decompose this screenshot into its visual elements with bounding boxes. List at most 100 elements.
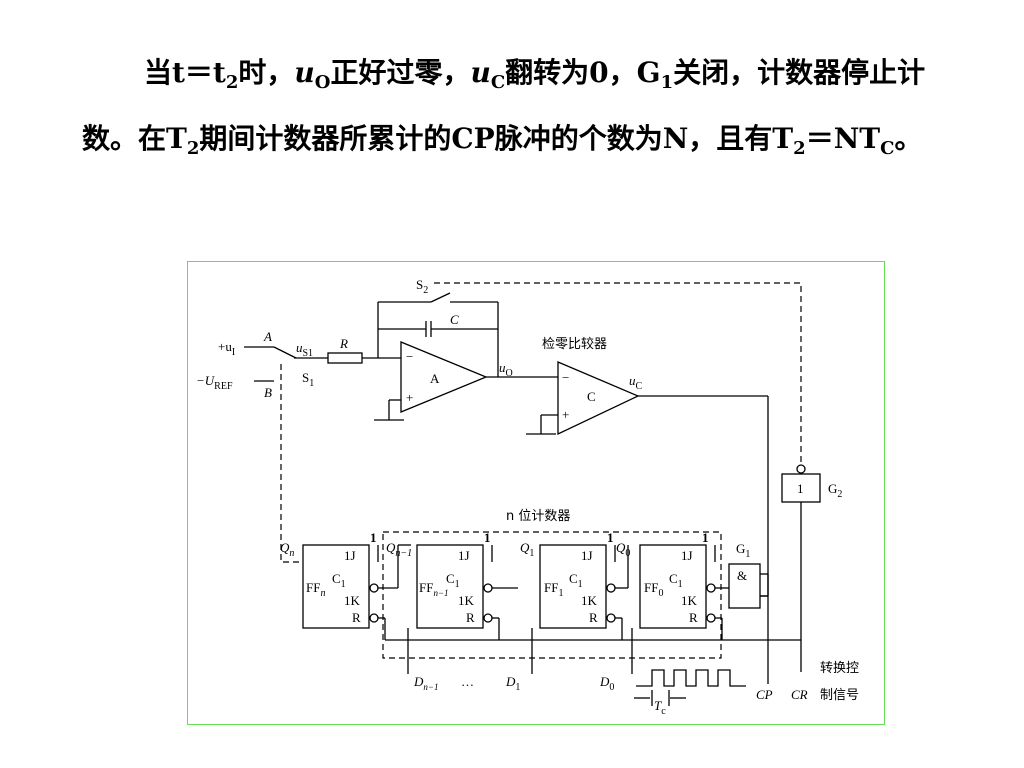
flip-flop-ffn-1	[416, 544, 484, 629]
ffn-pin-r: R	[352, 610, 361, 625]
subscript: C	[490, 72, 506, 93]
flip-flop-ffn	[302, 544, 370, 629]
text-run: 。	[894, 122, 923, 155]
reset-bubble	[369, 613, 379, 623]
ffn1-pin-r: R	[466, 610, 475, 625]
ffn1-pin-j: 1J	[458, 548, 470, 563]
comparator-label: C	[587, 389, 596, 404]
ff0-pin-c: C1	[669, 571, 683, 590]
reset-bubble	[606, 613, 616, 623]
comparator-minus: −	[562, 370, 569, 385]
italic-symbol: u	[294, 56, 315, 89]
circuit-diagram: +uI −UREF A B uS1 R C S1 S2 − + A − + C …	[196, 277, 859, 717]
ff1-high: 1	[607, 530, 614, 545]
ffn-label: FFn	[306, 580, 325, 599]
d-0-label: D0	[599, 674, 614, 693]
cp-label: CP	[756, 687, 773, 702]
comparator-title: 检零比较器	[542, 337, 607, 352]
explanation-paragraph: 当t＝t2时，uO正好过零，uC翻转为0，G1关闭，计数器停止计数。在T2期间计…	[82, 40, 972, 172]
uo-label: uO	[499, 360, 513, 379]
ff0-label: FF0	[644, 580, 663, 599]
gate-g1	[728, 563, 761, 609]
node-b-label: B	[264, 385, 272, 400]
comparator-opamp	[557, 361, 640, 436]
ff0-pin-k: 1K	[681, 593, 698, 608]
ff0-pin-j: 1J	[681, 548, 693, 563]
subscript: 1	[660, 72, 674, 93]
reset-bubble	[706, 613, 716, 623]
s1-control-line	[280, 364, 303, 563]
g1-symbol: &	[737, 568, 747, 583]
ff1-pin-k: 1K	[581, 593, 598, 608]
ffn1-label: FFn−1	[419, 580, 449, 598]
s2-control-line	[434, 282, 802, 465]
convert-signal-line2: 制信号	[820, 688, 859, 703]
ffn-pin-j: 1J	[344, 548, 356, 563]
reset-bubble	[483, 613, 493, 623]
switch-s1-blade	[273, 346, 297, 359]
opamp-plus: +	[406, 390, 413, 405]
input-ui-label: +uI	[218, 339, 235, 358]
g1-label: G1	[736, 541, 750, 560]
comparator-plus: +	[562, 407, 569, 422]
qn1-label: Qn−1	[386, 540, 412, 559]
italic-symbol: u	[470, 56, 491, 89]
g2-label: G2	[828, 481, 842, 500]
ff0-high: 1	[702, 530, 709, 545]
inverter-bubble	[796, 464, 806, 474]
text-run: 当t＝t	[144, 56, 226, 89]
d-n1-label: Dn−1	[413, 674, 438, 692]
resistor-label: R	[339, 336, 348, 351]
input-uref-label: −UREF	[196, 373, 233, 392]
qn-label: Qn	[280, 540, 294, 559]
node-a-label: A	[263, 329, 272, 344]
clock-bubble	[606, 583, 616, 593]
subscript: 2	[186, 138, 200, 159]
tc-label: Tc	[654, 698, 666, 717]
switch-s2-label: S2	[416, 277, 428, 296]
g2-symbol: 1	[797, 481, 804, 496]
ffn1-pin-c: C1	[446, 571, 460, 590]
counter-title: n 位计数器	[506, 509, 570, 524]
resistor-r	[327, 352, 363, 364]
us1-label: uS1	[296, 340, 313, 359]
ffn1-high: 1	[484, 530, 491, 545]
q0-label: Q0	[616, 540, 630, 559]
subscript: 2	[793, 138, 806, 159]
adc-circuit-figure: +uI −UREF A B uS1 R C S1 S2 − + A − + C …	[187, 261, 885, 725]
text-run: ＝NT	[805, 122, 881, 155]
text-run: 翻转为0，G	[505, 56, 661, 89]
d-dots: …	[461, 674, 474, 689]
subscript: 2	[225, 72, 239, 93]
ff1-pin-c: C1	[569, 571, 583, 590]
capacitor-label: C	[450, 312, 459, 327]
ff1-label: FF1	[544, 580, 563, 599]
subscript: C	[880, 138, 895, 159]
integrator-label: A	[430, 371, 440, 386]
text-run: 时，	[238, 56, 295, 89]
counter-boundary	[382, 531, 722, 659]
ffn-pin-c: C1	[332, 571, 346, 590]
clock-bubble	[369, 583, 379, 593]
switch-s2-blade	[430, 292, 451, 303]
ff0-pin-r: R	[689, 610, 698, 625]
ff1-pin-r: R	[589, 610, 598, 625]
ffn-high: 1	[370, 530, 377, 545]
clock-waveform	[636, 669, 746, 687]
text-run: 期间计数器所累计的CP脉冲的个数为N，且有T	[199, 122, 794, 155]
q1-label: Q1	[520, 540, 534, 559]
ff1-pin-j: 1J	[581, 548, 593, 563]
clock-bubble	[706, 583, 716, 593]
flip-flop-ff1	[539, 544, 607, 629]
ffn1-pin-k: 1K	[458, 593, 475, 608]
flip-flop-ff0	[639, 544, 707, 629]
integrator-opamp	[400, 341, 488, 413]
switch-s1-label: S1	[302, 370, 314, 389]
text-run: 关闭，计数器停止计数。在T	[82, 56, 926, 155]
uc-label: uC	[629, 373, 643, 392]
ffn-pin-k: 1K	[344, 593, 361, 608]
text-run: 正好过零，	[330, 56, 471, 89]
cr-label: CR	[791, 687, 808, 702]
d-1-label: D1	[505, 674, 520, 693]
convert-signal-line1: 转换控	[820, 661, 859, 676]
